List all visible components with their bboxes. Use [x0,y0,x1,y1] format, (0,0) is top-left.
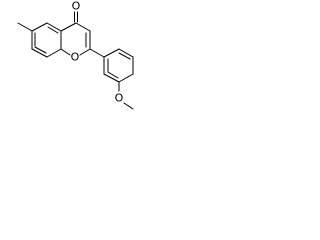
bond [60,48,71,56]
bond [60,22,77,32]
chemical-structure: O O O [17,0,134,110]
aryl-link-bond [89,48,105,58]
carbonyl-oxygen-label: O [72,0,81,13]
bond [118,73,134,83]
benzene-ring-a [31,22,62,58]
double-bond-inner [34,46,47,54]
bond [31,22,48,32]
bond [31,48,48,58]
bond [103,48,120,58]
benzene-ring-b [103,48,134,83]
double-bond-inner [47,26,59,34]
bond [103,73,120,83]
methoxy-methyl-bond [123,102,134,110]
bond [75,22,91,32]
pyranone-ring [60,22,91,56]
double-bond-inner [118,52,131,60]
methyl-bond [17,22,33,32]
bond [79,48,91,56]
bond [46,22,62,32]
bond [46,48,62,58]
double-bond-inner [107,71,119,79]
ring-oxygen-label: O [71,51,80,64]
methoxy-oxygen-label: O [115,92,124,105]
bond [118,48,134,58]
